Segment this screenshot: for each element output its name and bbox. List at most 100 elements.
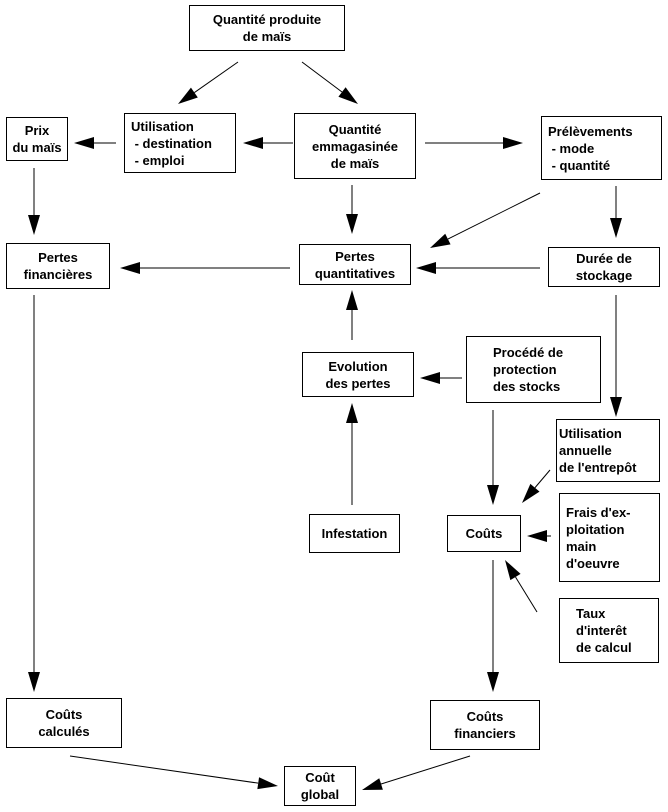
arrowhead-icon (346, 214, 358, 234)
node-couts: Coûts (447, 515, 521, 552)
node-label-line: de l'entrepôt (559, 460, 637, 475)
node-pertes-financieres: Pertes financières (6, 243, 110, 289)
node-label-line: financières (23, 267, 93, 282)
node-duree-stockage: Durée de stockage (548, 247, 660, 287)
arrow-line (380, 755, 471, 785)
arrowhead-icon (362, 778, 383, 790)
arrow-quantite-emmagasinee-to-utilisation (243, 137, 293, 149)
node-prelevements: Prélèvements - mode - quantité (541, 116, 662, 180)
node-label-line: emmagasinée (312, 138, 398, 154)
node-label-line: protection (493, 362, 557, 377)
node-label-line: Infestation (321, 526, 388, 541)
node-label-line: de calcul (576, 640, 632, 655)
arrow-line (69, 755, 259, 784)
arrow-duree-stockage-to-pertes-quantitatives (416, 262, 540, 274)
node-label-line: financiers (454, 726, 516, 741)
node-label-line: stockage (575, 268, 633, 283)
node-label-line: Utilisation (131, 118, 194, 134)
node-label-line: de maïs (330, 155, 380, 171)
node-label-line: Prélèvements (548, 123, 633, 139)
node-label-line: Procédé de (493, 345, 564, 360)
node-label-line: Coûts (465, 526, 503, 541)
node-label-line: - quantité (548, 157, 611, 173)
arrow-pertes-quantitatives-to-pertes-financieres (120, 262, 290, 274)
arrowhead-icon (487, 672, 499, 692)
arrow-duree-stockage-to-utilisation-annuelle (610, 295, 622, 417)
arrow-prix-to-pertes-financieres (28, 168, 40, 235)
arrowhead-icon (522, 483, 540, 503)
arrow-quantite-emmagasinee-to-pertes-quantitatives (346, 185, 358, 234)
arrowhead-icon (503, 137, 523, 149)
arrowhead-icon (120, 262, 140, 274)
node-taux-interet: Taux d'interêt de calcul (559, 598, 659, 663)
arrow-couts-financiers-to-cout-global (362, 755, 471, 790)
node-prix: Prix du maïs (6, 117, 68, 161)
node-label-line: Quantité (328, 121, 382, 137)
arrowhead-icon (346, 403, 358, 423)
arrow-line (534, 469, 551, 489)
arrow-utilisation-annuelle-to-couts (522, 469, 551, 503)
arrowhead-icon (487, 485, 499, 505)
arrowhead-icon (346, 290, 358, 310)
arrow-line (515, 576, 538, 613)
node-label-line: Prix (24, 123, 50, 138)
node-label-line: de maïs (242, 29, 292, 44)
node-utilisation: Utilisation - destination - emploi (124, 113, 236, 173)
arrow-frais-exploitation-to-couts (527, 530, 551, 542)
node-label-line: ploitation (566, 521, 625, 537)
arrowhead-icon (610, 218, 622, 238)
arrow-prelevements-to-pertes-quantitatives (430, 192, 541, 248)
arrow-quantite-produite-to-utilisation (178, 61, 239, 104)
node-label-line: du maïs (12, 140, 62, 155)
node-label-line: Taux (576, 606, 606, 621)
arrow-couts-calcules-to-cout-global (69, 755, 278, 790)
arrow-taux-interet-to-couts (505, 560, 538, 613)
node-infestation: Infestation (309, 514, 400, 553)
node-label-line: Utilisation (559, 426, 622, 441)
arrowhead-icon (243, 137, 263, 149)
arrow-prelevements-to-duree-stockage (610, 186, 622, 238)
arrow-evolution-pertes-to-pertes-quantitatives (346, 290, 358, 340)
arrowhead-icon (430, 233, 451, 248)
node-label-line: Coût (305, 770, 335, 785)
arrow-pertes-financieres-to-couts-calcules (28, 295, 40, 692)
arrow-utilisation-to-prix (74, 137, 116, 149)
node-label-line: quantitatives (314, 265, 396, 281)
arrow-line (301, 61, 343, 93)
node-couts-financiers: Coûts financiers (430, 700, 540, 750)
node-label-line: des pertes (325, 375, 391, 391)
arrowhead-icon (257, 777, 278, 790)
node-label-line: d'interêt (576, 623, 627, 638)
arrowhead-icon (610, 397, 622, 417)
node-label-line: Coûts (466, 709, 504, 724)
node-label-line: Evolution (328, 358, 388, 374)
arrowhead-icon (505, 560, 521, 581)
arrow-infestation-to-evolution-pertes (346, 403, 358, 505)
arrow-couts-to-couts-financiers (487, 560, 499, 692)
node-label-line: main (566, 538, 597, 554)
arrowhead-icon (420, 372, 440, 384)
node-label-line: - destination (131, 135, 212, 151)
arrow-procede-protection-to-evolution-pertes (420, 372, 462, 384)
node-label-line: annuelle (559, 443, 612, 458)
node-label-line: - emploi (131, 152, 185, 168)
arrowhead-icon (527, 530, 547, 542)
node-quantite-produite: Quantité produite de maïs (189, 5, 345, 51)
arrow-line (447, 192, 541, 240)
arrowhead-icon (28, 215, 40, 235)
node-label-line: Durée de (576, 251, 632, 266)
node-label-line: - mode (548, 140, 595, 156)
node-label-line: calculés (38, 724, 90, 739)
node-label-line: Pertes (38, 250, 78, 265)
node-label-line: des stocks (493, 379, 561, 394)
node-label-line: Frais d'ex- (566, 504, 631, 520)
arrowhead-icon (178, 87, 198, 104)
node-label-line: Quantité produite (212, 12, 322, 27)
